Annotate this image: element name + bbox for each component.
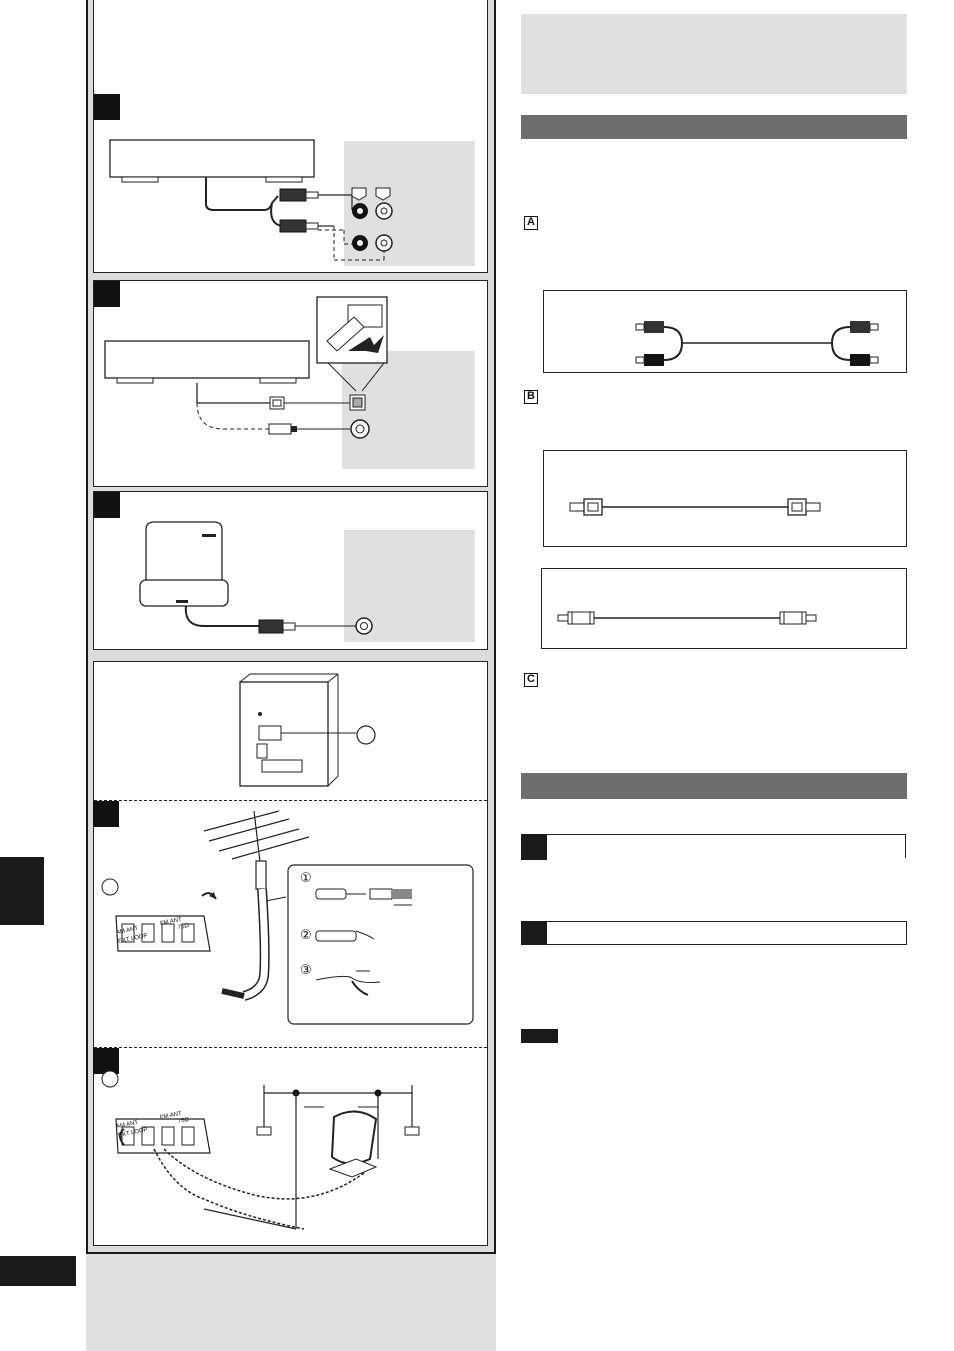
dashed-divider [94,1047,487,1049]
coaxial-cable-box [541,568,907,649]
edge-tab-upper [0,857,44,925]
title-box [521,14,907,94]
optical-cable-box [543,450,907,547]
panel-digital-connection [93,280,488,487]
dashed-divider [94,800,487,802]
subwoofer-connection-diagram [139,521,373,635]
rca-plug-red [279,188,307,202]
source-device [104,340,310,379]
section-bar [521,773,907,799]
panel-analog-connection [93,0,488,273]
step-marker [94,281,120,307]
footer-area [86,1254,496,1351]
subheading-box-1 [521,834,906,858]
step-marker [521,834,547,860]
rca-cable-box [543,290,907,373]
rear-panel-diagram [239,673,376,787]
section-bar [521,115,907,139]
fm-antenna-diagram [101,810,474,1025]
step-marker [94,492,120,518]
wire-prep-inset [287,864,474,1025]
am-loop-antenna [330,1110,378,1165]
rca-plug-white [279,219,307,233]
section-letter-b: B [524,390,538,404]
section-letter-c: C [524,673,538,687]
subheading-box-2 [521,921,907,945]
section-letter-a: A [524,216,538,230]
rca-plug [258,619,284,634]
step-number-3: ③ [300,963,312,978]
note-label-box [521,1029,558,1043]
source-device [109,139,315,178]
optical-cable [569,498,821,516]
am-antenna-diagram [101,1070,420,1230]
step-number-2: ② [300,928,312,943]
edge-tab-lower [0,1256,76,1286]
digital-connection-diagram [104,296,388,439]
step-marker [94,94,120,120]
panel-antenna-connection: ① ② ③ AM ANT EXT LOOP FM ANT 75Ω AM ANT … [93,661,488,1246]
rca-stereo-cable [635,321,879,366]
step-marker [93,1048,119,1074]
step-marker [93,801,119,827]
analog-connection-diagram [109,139,393,261]
step-number-1: ① [300,871,312,886]
step-marker [521,921,547,945]
panel-subwoofer-connection [93,491,488,650]
coaxial-cable [557,611,817,625]
